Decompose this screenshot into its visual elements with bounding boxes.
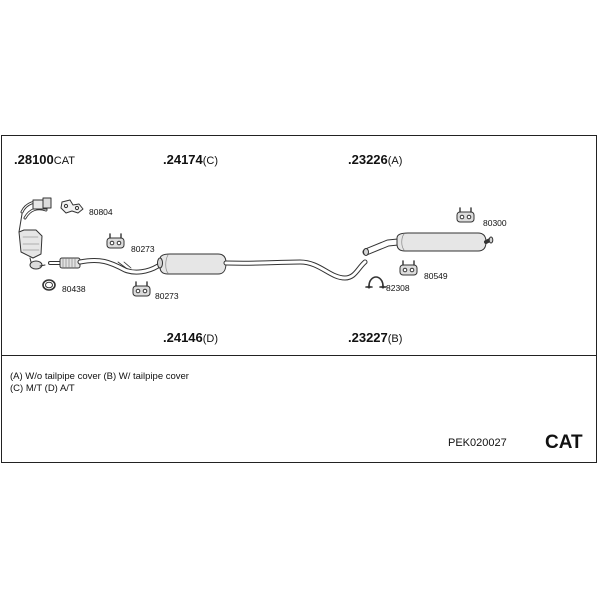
diagram-frame bbox=[1, 135, 597, 463]
part-80273-lower-label: 80273 bbox=[155, 291, 179, 301]
hanger-80300-icon bbox=[456, 207, 475, 223]
hanger-80273-lower-icon bbox=[132, 281, 151, 297]
part-80549-label: 80549 bbox=[424, 271, 448, 281]
hanger-80273-upper-icon bbox=[106, 233, 125, 249]
gasket-80804-icon bbox=[60, 199, 84, 214]
clamp-82308-icon bbox=[365, 276, 387, 289]
part-80804-label: 80804 bbox=[89, 207, 113, 217]
middle-pipe-icon bbox=[48, 253, 368, 281]
part-82308-label: 82308 bbox=[386, 283, 410, 293]
part-23226-label: .23226(A) bbox=[348, 152, 403, 167]
kit-code: PEK020027 bbox=[448, 437, 507, 449]
catalytic-converter-icon bbox=[18, 197, 52, 270]
hanger-80549-icon bbox=[399, 260, 418, 276]
part-23227-label: .23227(B) bbox=[348, 330, 403, 345]
kit-tag: CAT bbox=[545, 432, 583, 453]
legend-line-1: (A) W/o tailpipe cover (B) W/ tailpipe c… bbox=[10, 371, 189, 382]
ring-80438-icon bbox=[42, 279, 56, 291]
part-80273-upper-label: 80273 bbox=[131, 244, 155, 254]
part-80300-label: 80300 bbox=[483, 218, 507, 228]
rear-silencer-icon bbox=[362, 232, 494, 256]
part-28100-label: .28100CAT bbox=[14, 152, 75, 167]
legend-divider bbox=[1, 355, 597, 356]
legend-line-2: (C) M/T (D) A/T bbox=[10, 383, 75, 394]
part-80438-label: 80438 bbox=[62, 284, 86, 294]
part-24174-label: .24174(C) bbox=[163, 152, 219, 167]
part-24146-label: .24146(D) bbox=[163, 330, 219, 345]
